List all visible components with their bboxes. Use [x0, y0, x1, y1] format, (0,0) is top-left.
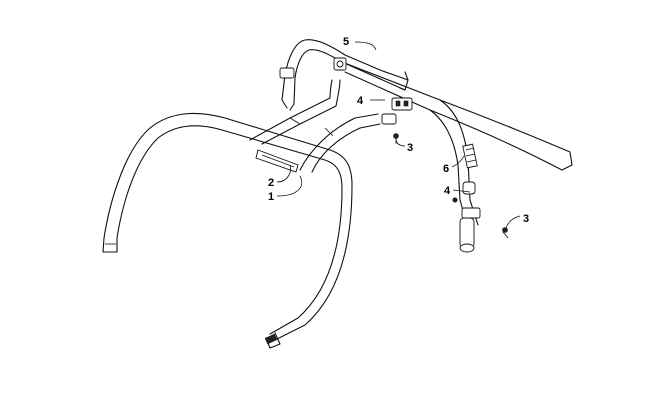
- callout-4-upper: 4: [357, 95, 364, 107]
- leader-6: [451, 155, 465, 168]
- top-fitting: [333, 57, 347, 71]
- leader-4b: [452, 189, 471, 193]
- callout-4-lower: 4: [444, 185, 451, 197]
- leader-5: [354, 41, 377, 51]
- callout-5: 5: [343, 36, 349, 48]
- clamp-lower: [459, 181, 481, 253]
- callout-1: 1: [268, 191, 274, 203]
- rear-bar-tube: [279, 39, 573, 229]
- bolt-lower: [502, 227, 509, 239]
- callout-3-upper: 3: [407, 142, 413, 154]
- leader-3a: [395, 139, 406, 147]
- bolt-upper: [393, 133, 399, 144]
- callout-2: 2: [268, 177, 274, 189]
- cross-tubes: [249, 79, 381, 173]
- front-hoop-tube: [102, 112, 353, 349]
- clamp-upper: [381, 97, 413, 125]
- leader-3b: [505, 215, 521, 229]
- leader-1: [276, 175, 303, 197]
- bolt-small: [452, 197, 458, 203]
- callout-3-lower: 3: [523, 213, 529, 225]
- front-hoop-badge: [255, 149, 299, 173]
- callout-6: 6: [443, 163, 449, 175]
- leader-2: [276, 164, 291, 183]
